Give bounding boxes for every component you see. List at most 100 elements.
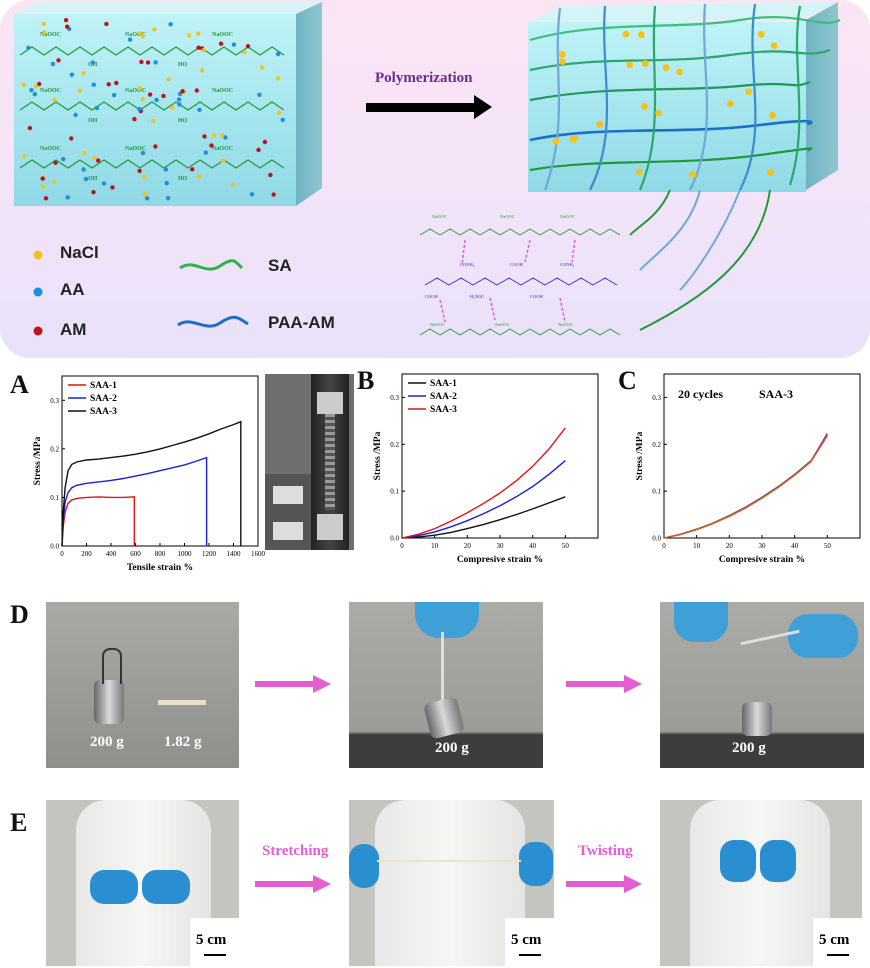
gloved-hand-right [519, 842, 553, 886]
x-tick-label: 0 [662, 542, 666, 550]
photo-d2: 200 g [349, 602, 543, 768]
monomer-dot [83, 176, 89, 182]
monomer-dot [32, 92, 37, 97]
monomer-dot [63, 18, 69, 23]
weight-hook [102, 648, 122, 684]
weight-200g [94, 680, 124, 724]
chem-label: NaOOC [212, 32, 233, 38]
panel-letter-b: B [357, 366, 375, 395]
hydrogel-block-front [528, 22, 806, 192]
chem-label: NaOOC [495, 322, 510, 327]
legend-label: SAA-3 [90, 407, 117, 417]
legend-markers [33, 250, 249, 336]
legend-label-nacl: NaCl [60, 243, 99, 262]
monomer-dot [260, 65, 265, 70]
photo-d3: 200 g [660, 602, 864, 768]
series-line [401, 496, 566, 539]
x-tick-label: 0 [60, 550, 64, 558]
monomer-dot [176, 97, 182, 102]
monomer-dot [271, 192, 276, 197]
lab-coat [690, 800, 830, 966]
monomer-dot [22, 153, 27, 159]
chem-label: NaOOC [430, 322, 445, 327]
monomer-dot [144, 196, 150, 201]
y-tick-label: 0.3 [652, 394, 661, 402]
chem-label: COOH [530, 294, 544, 299]
monomer-dot [180, 89, 185, 94]
y-tick-label: 0.0 [50, 543, 59, 551]
monomer-dot [52, 97, 57, 103]
arrow-d1 [255, 675, 331, 693]
nacl-dot [622, 30, 630, 38]
chem-label: NaOOC [212, 146, 233, 152]
x-tick-label: 30 [497, 542, 505, 550]
monomer-dot [53, 160, 58, 165]
monomer-dot [202, 134, 207, 139]
monomer-dot [61, 156, 66, 162]
nacl-dot [767, 168, 774, 176]
precursor-block: NaOOC NaOOC NaOOC OH HO NaOOC NaOOC NaOO… [14, 2, 322, 206]
monomer-dot [164, 180, 169, 186]
hydrogel-strip [158, 700, 206, 705]
nacl-dot [770, 42, 778, 50]
nacl-dot [689, 171, 697, 179]
gloved-hand-right [760, 840, 796, 882]
monomer-dot [209, 143, 214, 148]
scale-bar [827, 954, 849, 956]
y-tick-label: 0.3 [390, 394, 399, 402]
nacl-dot [558, 51, 566, 58]
monomer-dot [50, 61, 56, 67]
monomer-dot [145, 60, 151, 65]
monomer-dot [110, 185, 115, 190]
monomer-dot [127, 37, 133, 42]
monomer-dot [73, 112, 78, 118]
series-line [663, 434, 828, 539]
monomer-dot [26, 45, 31, 50]
lab-coat [375, 800, 525, 966]
chem-label: OH [88, 62, 98, 68]
monomer-dot [152, 27, 157, 32]
precursor-block-side [296, 2, 322, 206]
scale-bar [204, 954, 226, 956]
nacl-dot [662, 64, 670, 71]
monomer-dot [147, 92, 153, 97]
legend-marker-am [33, 326, 43, 336]
legend-label: SAA-1 [430, 379, 457, 389]
hydrogel-block [528, 2, 841, 331]
legend-marker-nacl [33, 250, 43, 260]
monomer-dot [137, 85, 142, 91]
monomer-dot [196, 174, 202, 179]
monomer-dot [194, 88, 199, 93]
tensile-machine-photo [265, 374, 354, 550]
monomer-dot [92, 155, 97, 161]
y-tick-label: 0.2 [50, 445, 59, 453]
monomer-dot [220, 133, 225, 138]
monomer-dot [161, 93, 166, 99]
nacl-dot [641, 103, 648, 110]
gloved-hand-left [720, 840, 756, 882]
scale-bar-label: 5 cm [819, 932, 850, 948]
twisting-label: Twisting [578, 843, 633, 859]
x-tick-label: 1400 [227, 550, 242, 558]
gloved-hand [415, 602, 479, 638]
monomer-dot [203, 150, 208, 155]
monomer-dot [114, 80, 119, 86]
nacl-dot [638, 31, 645, 39]
nacl-dot [641, 60, 649, 67]
nacl-dot [727, 100, 734, 108]
monomer-dot [197, 107, 202, 113]
arrow-e2 [566, 875, 642, 893]
monomer-dot [201, 48, 206, 53]
series-line [61, 456, 208, 547]
monomer-dot [140, 96, 145, 102]
monomer-dot [268, 172, 273, 178]
scale-bar-label: 5 cm [511, 932, 542, 948]
x-tick-label: 1200 [202, 550, 217, 558]
monomer-dot [112, 92, 117, 98]
monomer-dot [231, 42, 237, 47]
series-line [401, 427, 566, 539]
chem-label: NaOOC [558, 322, 573, 327]
monomer-dot [137, 107, 142, 112]
monomer-dot [154, 97, 159, 103]
chem-label: NaOOC [125, 32, 146, 38]
